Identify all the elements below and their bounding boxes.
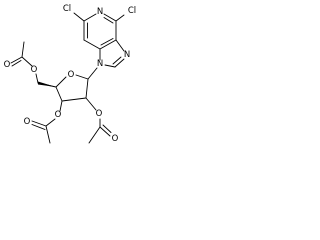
atom-o-carbonyl-right: O xyxy=(112,134,119,144)
bond-c7-c7a xyxy=(83,39,101,50)
bond-c2prime-c3prime xyxy=(61,97,87,102)
bond-c-acyl2-o-carbonyl2-double xyxy=(31,124,46,130)
bond-c1prime-o4prime xyxy=(75,74,89,80)
bond-c4-cl xyxy=(115,14,125,22)
atom-o-carbonyl-top: O xyxy=(4,60,11,70)
bond-c-acyl3-o-carbonyl3 xyxy=(99,126,111,137)
bond-o3prime-c-acyl2 xyxy=(45,118,56,127)
atom-n-imidazole-top: N xyxy=(124,50,130,60)
bond-c-acyl1-methyl xyxy=(21,41,25,58)
atom-o-ester-top: O xyxy=(31,65,38,75)
atom-cl-left: Cl xyxy=(63,4,71,14)
bond-n5-c4-double xyxy=(103,17,114,24)
bond-c-acyl3-o-carbonyl3-double xyxy=(102,124,112,133)
bond-c2-n1 xyxy=(104,64,116,68)
atom-o-ester-mid: O xyxy=(55,110,62,120)
bond-c-acyl2-methyl xyxy=(45,125,51,144)
bond-n1-c1prime xyxy=(87,67,98,80)
atom-o-ring: O xyxy=(68,70,75,80)
atom-o-carbonyl-mid: O xyxy=(24,117,31,127)
bond-c7a-c3a-double xyxy=(100,38,114,46)
atom-n-pyridine: N xyxy=(97,7,103,17)
bond-c1prime-c2prime xyxy=(85,78,89,99)
bond-c3prime-c4prime xyxy=(55,86,63,102)
chemical-structure-diagram: Cl N Cl N N O O O O O O O xyxy=(4,4,137,144)
bond-o5prime-c-acyl1 xyxy=(21,56,33,67)
bond-c6-n5 xyxy=(83,13,97,22)
bond-n3-c2 xyxy=(114,58,125,68)
bond-n3-c2-double xyxy=(112,56,122,65)
stereo-layer xyxy=(38,81,56,87)
atom-o-ester-right: O xyxy=(96,109,103,119)
wedge-c4prime-c5prime xyxy=(38,81,56,87)
bond-c3prime-o3prime xyxy=(59,100,63,112)
bond-c3a-n3 xyxy=(115,39,125,52)
bond-o4prime-c4prime xyxy=(55,76,67,88)
atom-n-imidazole-bottom: N xyxy=(97,59,103,69)
bond-c7a-c3a xyxy=(99,39,117,50)
bond-c2prime-o2prime xyxy=(85,97,97,111)
bond-n5-c4 xyxy=(103,13,117,22)
bond-c5prime-o5prime xyxy=(35,73,39,84)
bond-c-acyl2-o-carbonyl2 xyxy=(31,120,47,127)
bond-c-acyl3-methyl xyxy=(88,126,101,144)
bond-c-acyl1-o-carbonyl1 xyxy=(10,56,23,64)
atom-label-layer: Cl N Cl N N O O O O O O O xyxy=(4,4,137,144)
atom-cl-right: Cl xyxy=(128,6,136,16)
bond-cl-c6 xyxy=(73,12,85,22)
bond-c-acyl1-o-carbonyl1-double xyxy=(11,60,22,67)
